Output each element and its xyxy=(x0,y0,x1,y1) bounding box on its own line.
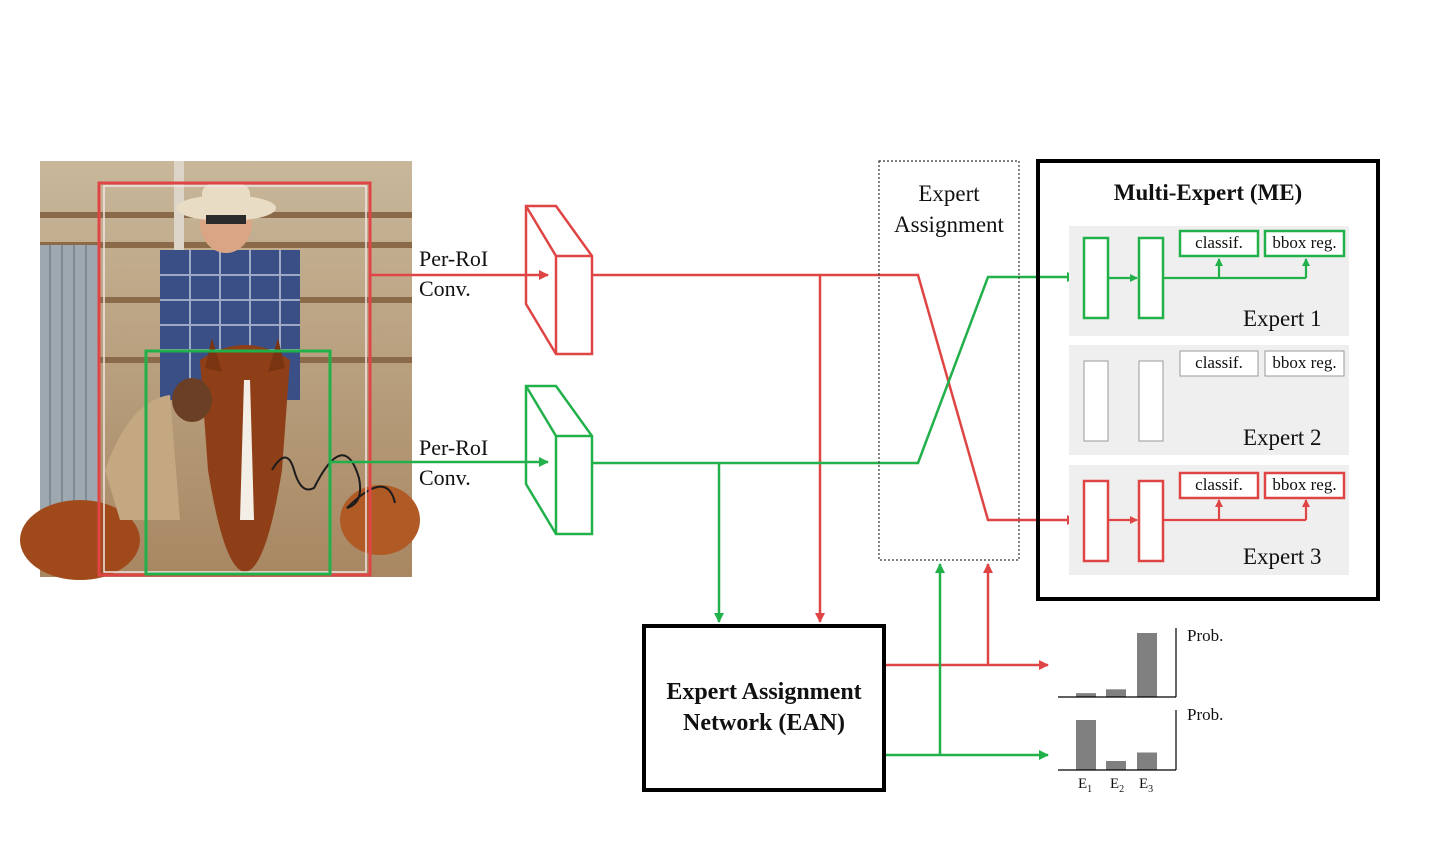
multi-expert-box xyxy=(1036,159,1380,601)
expert-3-fc1 xyxy=(1082,479,1110,563)
expert-tick-3-sub: 3 xyxy=(1148,784,1154,795)
expert-1-fc1 xyxy=(1082,236,1110,320)
expert-3-bbox-label: bbox reg. xyxy=(1272,475,1337,494)
expert-1-classif-label: classif. xyxy=(1195,233,1243,252)
prob-bar-red-e3 xyxy=(1137,633,1157,697)
red-conv-label: Per-RoI Conv. xyxy=(419,244,488,304)
red-feature-path xyxy=(592,273,1077,525)
expert-2-classif-box xyxy=(1179,350,1259,377)
ean-label: Expert Assignment Network (EAN) xyxy=(646,677,882,739)
expert-1-panel xyxy=(1069,226,1349,336)
ean-label-line1: Expert Assignment xyxy=(666,679,862,705)
prob-bar-red-e2 xyxy=(1106,689,1126,697)
expert-tick-1-sub: 1 xyxy=(1087,784,1093,795)
expert-1-bbox-box xyxy=(1263,229,1346,258)
expert-1-fc2 xyxy=(1137,236,1165,320)
expert-3-fc2 xyxy=(1137,479,1165,563)
expert-2-bbox-label: bbox reg. xyxy=(1272,353,1337,372)
expert-3-name: Expert 3 xyxy=(1243,544,1322,569)
expert-1-name: Expert 1 xyxy=(1243,306,1322,331)
green-conv-label-line2: Conv. xyxy=(419,465,471,490)
expert-tick-1: E1 xyxy=(1078,776,1092,795)
expert-assignment-line2: Assignment xyxy=(894,212,1004,237)
prob-bar-green-e1 xyxy=(1076,720,1096,770)
input-photo xyxy=(20,161,420,580)
prob-chart-red xyxy=(1058,628,1177,698)
expert-tick-2: E2 xyxy=(1110,776,1124,795)
expert-3-classif-label: classif. xyxy=(1195,475,1243,494)
red-roi-box-inner xyxy=(103,185,367,573)
prob-chart-red-label: Prob. xyxy=(1187,626,1224,645)
expert-3-bbox-box xyxy=(1263,471,1346,500)
prob-bar-green-e2 xyxy=(1106,761,1126,770)
expert-tick-3-base: E xyxy=(1139,776,1149,792)
expert-tick-1-base: E xyxy=(1078,776,1088,792)
expert-2-fc1 xyxy=(1083,360,1109,442)
expert-2-bbox-box xyxy=(1264,350,1345,377)
expert-assignment-line1: Expert xyxy=(918,181,980,206)
expert-2-classif-label: classif. xyxy=(1195,353,1243,372)
expert-3-panel xyxy=(1069,465,1349,575)
expert-1-classif-box xyxy=(1178,229,1260,258)
expert-assignment-label: Expert Assignment xyxy=(879,178,1019,240)
expert-2-panel xyxy=(1069,345,1349,455)
red-conv-label-line2: Conv. xyxy=(419,276,471,301)
prob-chart-green xyxy=(1058,710,1177,771)
red-conv-block xyxy=(524,204,594,356)
green-conv-block xyxy=(524,384,594,536)
expert-tick-3: E3 xyxy=(1139,776,1153,795)
ean-label-line2: Network (EAN) xyxy=(683,710,845,736)
ean-box xyxy=(642,624,886,792)
prob-bar-green-e3 xyxy=(1137,752,1157,770)
green-conv-label-line1: Per-RoI xyxy=(419,435,489,460)
prob-bar-red-e1 xyxy=(1076,693,1096,697)
prob-chart-green-label: Prob. xyxy=(1187,705,1224,724)
expert-2-name: Expert 2 xyxy=(1243,425,1322,450)
expert-2-fc2 xyxy=(1138,360,1164,442)
expert-3-classif-box xyxy=(1178,471,1260,500)
expert-assignment-box xyxy=(878,160,1020,561)
multi-expert-title: Multi-Expert (ME) xyxy=(1113,180,1303,205)
green-conv-label: Per-RoI Conv. xyxy=(419,433,488,493)
green-feature-path xyxy=(592,272,1077,465)
expert-tick-2-base: E xyxy=(1110,776,1120,792)
expert-1-bbox-label: bbox reg. xyxy=(1272,233,1337,252)
red-conv-label-line1: Per-RoI xyxy=(419,246,489,271)
expert-tick-2-sub: 2 xyxy=(1119,784,1125,795)
